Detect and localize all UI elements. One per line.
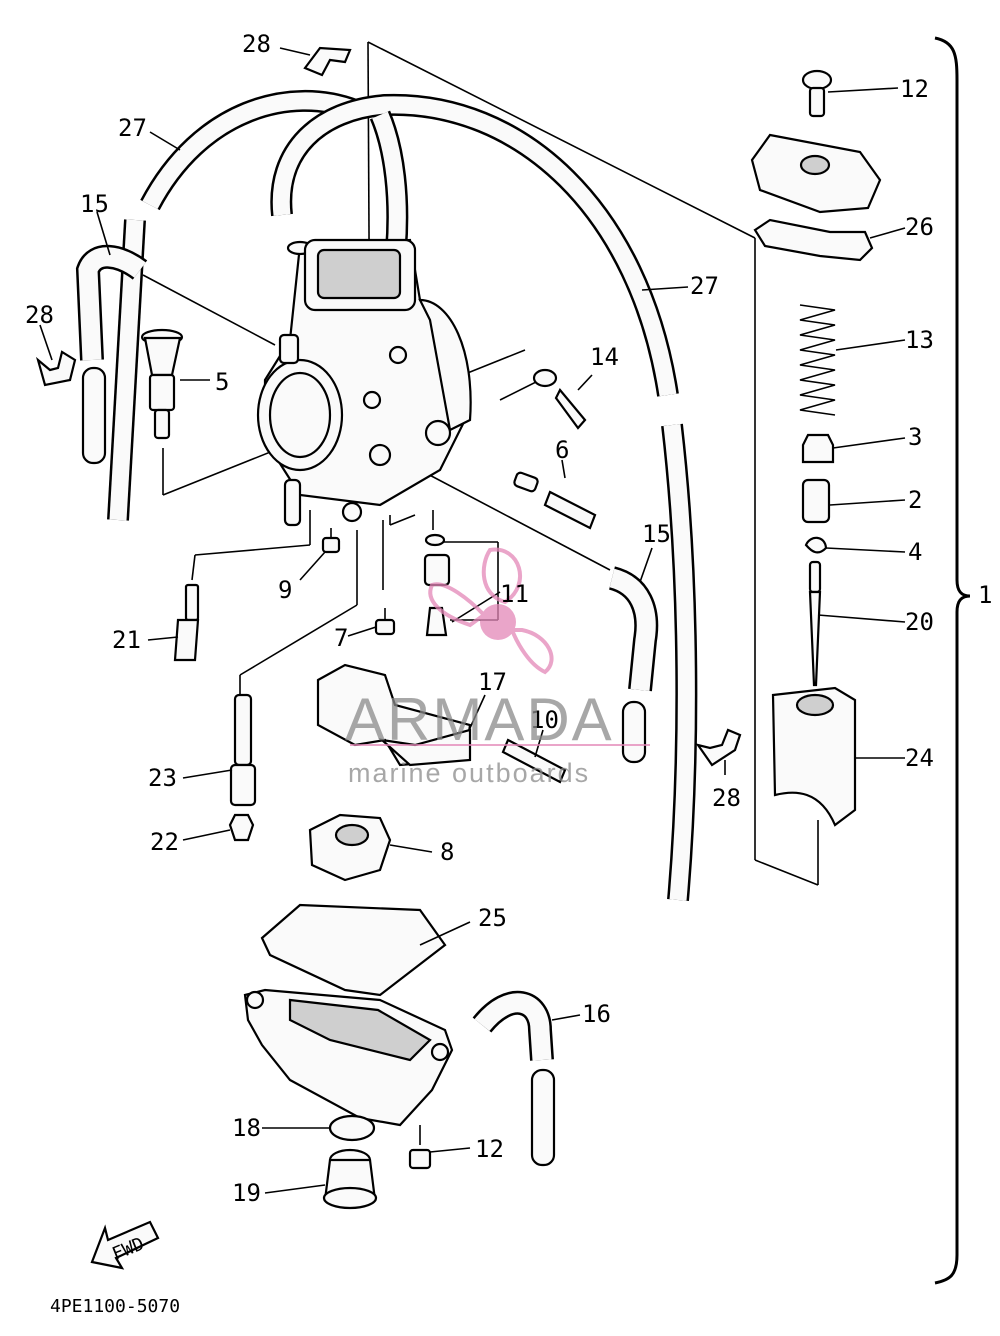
guide-lines: [142, 41, 819, 1145]
callout-18: 18: [232, 1114, 261, 1142]
drain-plug: [322, 1148, 378, 1210]
top-cap: [750, 133, 882, 214]
callout-9: 9: [278, 576, 292, 604]
callout-24: 24: [905, 744, 934, 772]
callout-2: 2: [908, 486, 922, 514]
callout-13: 13: [905, 326, 934, 354]
callout-26: 26: [905, 213, 934, 241]
hose-clip-left: [35, 350, 77, 387]
part-code: 4PE1100-5070: [50, 1296, 180, 1317]
screw-7: [374, 608, 396, 636]
callout-14: 14: [590, 343, 619, 371]
carburetor-body: [256, 238, 472, 527]
callout-12-bottom: 12: [475, 1135, 504, 1163]
callout-23: 23: [148, 764, 177, 792]
throttle-spring: [799, 304, 836, 416]
watermark-tagline: marine outboards: [348, 758, 590, 788]
callout-21: 21: [112, 626, 141, 654]
needle-valve-set: [423, 533, 451, 637]
callout-28-right: 28: [712, 784, 741, 812]
callout-11: 11: [500, 580, 529, 608]
throttle-stop-screw: [140, 328, 184, 440]
callout-20: 20: [905, 608, 934, 636]
needle-clip-holder: [801, 478, 831, 524]
assembly-callout: 1: [978, 581, 992, 609]
main-jet: [229, 693, 257, 807]
callout-3: 3: [908, 423, 922, 451]
pilot-jet: [173, 583, 200, 662]
hose-15-right: [608, 566, 659, 764]
float-chamber-gasket: [260, 903, 447, 997]
callout-6: 6: [555, 436, 569, 464]
callout-27-right: 27: [690, 272, 719, 300]
watermark-logo-icon: [350, 547, 650, 746]
top-screw: [801, 69, 833, 118]
jet-needle: [808, 560, 822, 687]
float-chamber: [243, 988, 454, 1127]
callout-12-top: 12: [900, 75, 929, 103]
callout-7: 7: [334, 624, 348, 652]
callout-28-left: 28: [25, 301, 54, 329]
assembly-bracket: [934, 36, 971, 1285]
callout-27-left: 27: [118, 114, 147, 142]
hose-15-left: [75, 244, 148, 465]
callout-15-right: 15: [642, 520, 671, 548]
callout-16: 16: [582, 1000, 611, 1028]
callout-15-left: 15: [80, 190, 109, 218]
o-ring: [328, 1114, 376, 1142]
vent-hose-right: [270, 93, 698, 901]
callout-4: 4: [908, 538, 922, 566]
float-pin: [501, 738, 567, 784]
float: [316, 663, 472, 767]
callout-labels: 12 26 13 3 2 4 20 24 28 27 15 28 5 14 6 …: [25, 30, 992, 1317]
jet-washer: [228, 813, 255, 842]
callout-22: 22: [150, 828, 179, 856]
callout-25: 25: [478, 904, 507, 932]
callout-17: 17: [478, 668, 507, 696]
needle-holder: [801, 433, 835, 464]
baffle-plate: [308, 813, 392, 882]
pilot-screw-set: [532, 368, 587, 430]
throttle-valve: [771, 686, 857, 827]
fwd-arrow: [90, 1220, 160, 1270]
callout-10: 10: [530, 706, 559, 734]
callout-8: 8: [440, 838, 454, 866]
callout-19: 19: [232, 1179, 261, 1207]
screw-9: [321, 528, 341, 554]
top-cap-gasket: [753, 218, 874, 262]
callout-5: 5: [215, 368, 229, 396]
drain-hose: [472, 990, 556, 1167]
hose-clip-right: [695, 728, 742, 767]
watermark-brand: ARMADA: [345, 686, 614, 753]
hose-clip-top: [303, 46, 352, 77]
needle-clip: [804, 536, 828, 554]
callout-28-top: 28: [242, 30, 271, 58]
air-screw: [513, 471, 597, 530]
chamber-screw: [408, 1148, 432, 1170]
